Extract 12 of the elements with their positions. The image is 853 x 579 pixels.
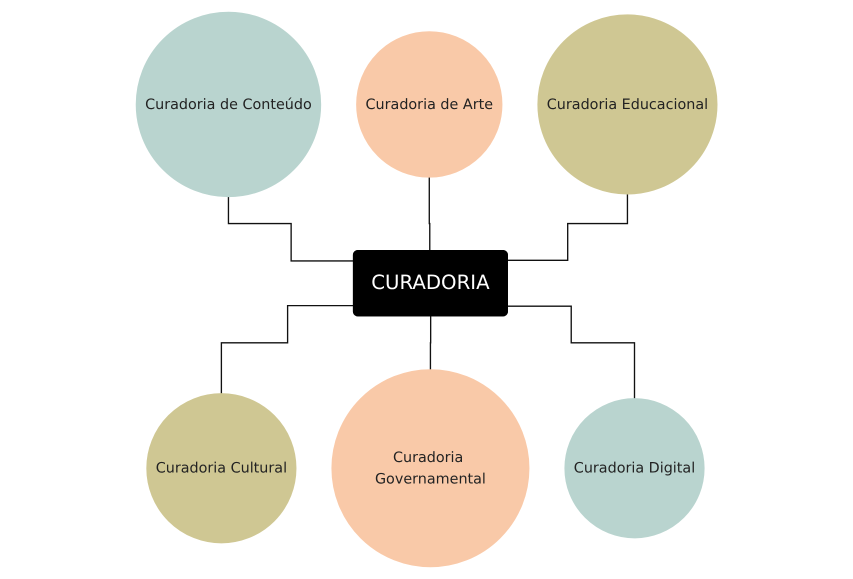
node-circle: Curadoria Educacional bbox=[537, 14, 718, 194]
connector bbox=[228, 196, 354, 262]
connector bbox=[508, 193, 628, 261]
connector bbox=[428, 176, 431, 252]
connector bbox=[508, 305, 636, 400]
connector bbox=[220, 304, 354, 394]
connector bbox=[430, 316, 432, 370]
node-circle: Curadoria Governamental bbox=[331, 369, 530, 568]
node-circle: Curadoria de Arte bbox=[356, 31, 502, 178]
node-circle: Curadoria de Conteúdo bbox=[136, 12, 322, 198]
node-circle: Curadoria Cultural bbox=[146, 393, 296, 544]
node-circle: Curadoria Digital bbox=[564, 398, 704, 538]
